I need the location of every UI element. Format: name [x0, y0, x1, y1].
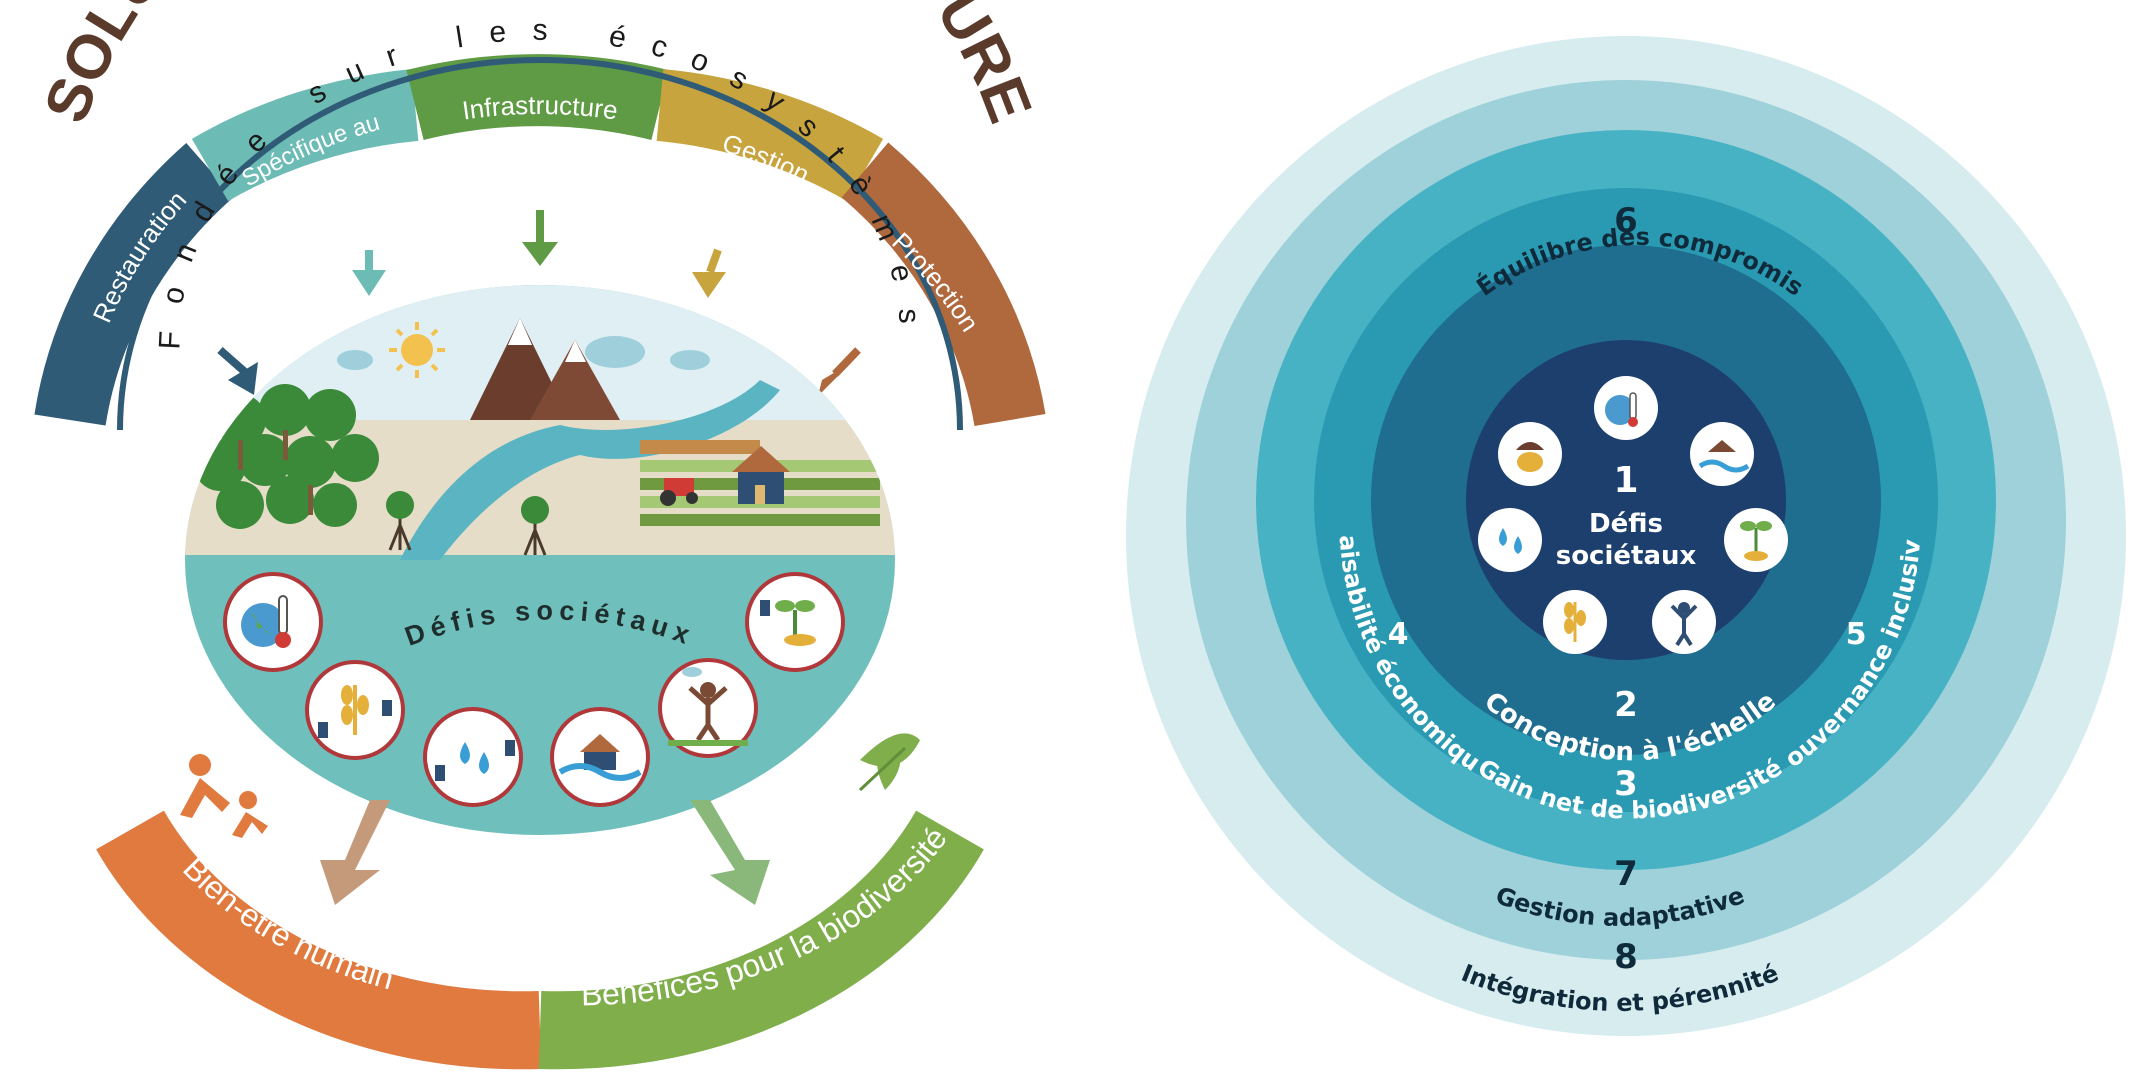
- criterion-4-number: 4: [1388, 617, 1409, 652]
- arrow-restauration: [228, 362, 258, 395]
- criterion-2-number: 2: [1614, 685, 1638, 725]
- arrow-to-biodiversity: [690, 800, 770, 905]
- outcome-band-biodiversity: [538, 810, 984, 1070]
- arrow-to-wellbeing: [320, 800, 390, 905]
- challenge-icons: [223, 572, 845, 807]
- inner-ribbon-edge: [117, 57, 963, 431]
- water-drops-icon: [1478, 508, 1542, 572]
- criterion-7-number: 7: [1614, 854, 1638, 894]
- criterion-3-number: 3: [1614, 764, 1638, 804]
- category-band-specifique: [191, 69, 419, 202]
- people-icon: [180, 754, 268, 838]
- ring-1-center: [1466, 340, 1786, 660]
- arrow-infrastructure: [522, 242, 558, 266]
- forest: [194, 384, 379, 529]
- outcome-arrows: [320, 800, 770, 905]
- economy-plant-coin-icon: [1724, 508, 1788, 572]
- criterion-5-number: 5: [1846, 617, 1867, 652]
- food-wheat-icon: [305, 660, 405, 760]
- climate-thermometer-icon: [1594, 376, 1658, 440]
- outcome-arc: [96, 810, 984, 1070]
- category-band-gestion: [656, 69, 884, 202]
- farm-house: [732, 446, 790, 504]
- clouds: [337, 336, 710, 370]
- criterion-1-label-line1: Défis: [1589, 509, 1663, 539]
- food-wheat-icon: [1543, 590, 1607, 654]
- category-band-infrastructure: [406, 54, 669, 141]
- nbs-left-diagram: SOLUTIONS FONDÉES SUR LA NATURE Restaura…: [31, 0, 1046, 1070]
- category-arrows: [217, 210, 861, 396]
- criterion-8-number: 8: [1614, 937, 1638, 977]
- ecosystem-oval: Défis sociétaux: [185, 285, 895, 835]
- category-arc: [34, 54, 1046, 427]
- river: [400, 380, 780, 560]
- outcome-band-wellbeing: [96, 810, 542, 1070]
- health-person-icon: [658, 658, 758, 758]
- category-band-restauration: [34, 142, 235, 426]
- criterion-6-number: 6: [1614, 201, 1638, 241]
- nut-icon: [1498, 422, 1562, 486]
- health-person-icon: [1652, 590, 1716, 654]
- arrow-gestion: [692, 272, 726, 298]
- disaster-flood-icon: [1690, 422, 1754, 486]
- disaster-flood-icon: [550, 707, 650, 807]
- mountain-2: [530, 340, 620, 420]
- water-drops-icon: [423, 707, 523, 807]
- arrow-specifique: [352, 270, 386, 296]
- center-icons: [1478, 376, 1788, 654]
- leaf-icon: [858, 733, 920, 792]
- category-band-protection: [841, 142, 1046, 427]
- tractor: [660, 478, 698, 506]
- climate-thermometer-icon: [223, 572, 323, 672]
- economy-plant-coin-icon: [745, 572, 845, 672]
- sun-icon: [389, 322, 445, 378]
- criterion-1-number: 1: [1613, 460, 1638, 501]
- category-label-infrastructure: Infrastructure: [460, 90, 619, 126]
- criterion-1-label-line2: sociétaux: [1556, 541, 1697, 571]
